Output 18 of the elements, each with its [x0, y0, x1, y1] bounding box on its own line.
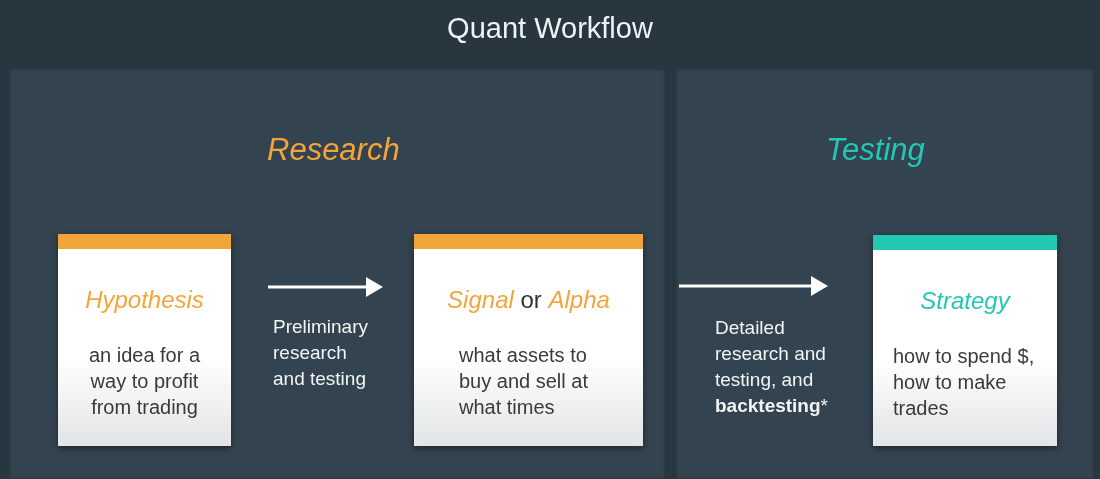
section-title: Testing — [826, 131, 925, 169]
process-card — [414, 234, 643, 446]
process-card — [58, 234, 231, 446]
edge-label: Preliminary research and testing — [273, 315, 370, 391]
card-description: how to spend $, how to make trades — [893, 344, 1036, 421]
diagram-title: Quant Workflow — [447, 11, 653, 46]
card-title: Strategy — [920, 286, 1010, 316]
arrow — [268, 277, 383, 297]
section-panel — [9, 69, 665, 479]
card-title: Signal or Alpha — [447, 285, 610, 315]
card-description: what assets to buy and sell at what times — [459, 343, 589, 420]
card-title: Hypothesis — [85, 285, 204, 315]
process-card — [873, 235, 1057, 446]
arrow — [679, 276, 828, 296]
edge-label: Detailed research and testing, and backtesting* — [715, 316, 829, 418]
section-title: Research — [267, 131, 400, 169]
section-panel — [676, 69, 1094, 479]
card-description: an idea for a way to profit from trading — [87, 343, 202, 420]
